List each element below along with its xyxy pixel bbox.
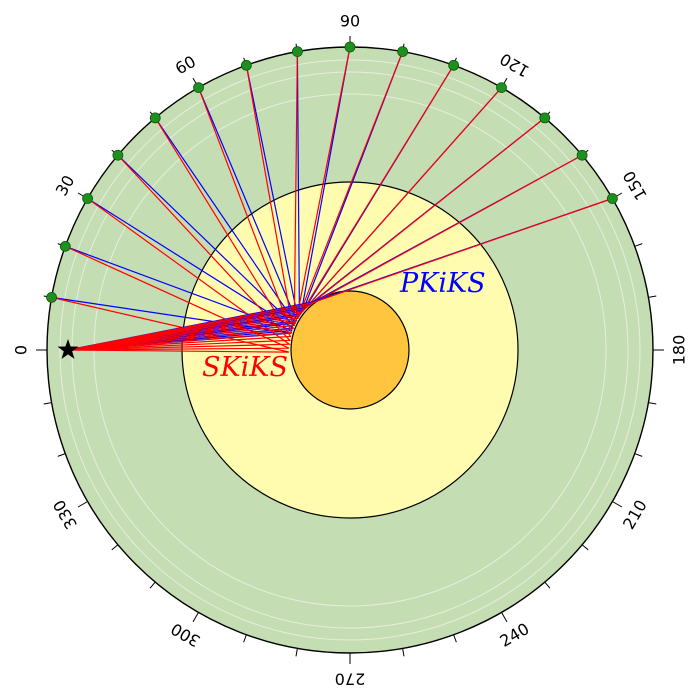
tick-label-270: 270	[335, 670, 366, 689]
station-10-circle-dot-icon	[46, 291, 58, 303]
station-50-circle-dot-icon	[149, 112, 161, 124]
tick-160	[634, 243, 643, 247]
station-60-circle-dot-icon	[193, 82, 204, 93]
tick-250	[453, 634, 457, 643]
tick-260	[402, 648, 405, 657]
ray-skiks-60	[67, 87, 293, 351]
station-40-circle-dot-icon	[112, 149, 124, 161]
inner-core-layer	[290, 290, 410, 410]
station-80-circle-dot-icon	[291, 46, 303, 58]
tick-230	[544, 581, 551, 589]
tick-label-90: 90	[340, 12, 360, 31]
station-30-circle-dot-icon	[82, 193, 93, 204]
ray-skiks-100	[67, 51, 404, 351]
ray-skiks-50	[67, 117, 292, 351]
phase-label-pkiks: PKiKS	[399, 268, 486, 299]
ray-skiks-70	[67, 65, 294, 351]
tick-350	[43, 402, 52, 405]
tick-label-120: 120	[497, 49, 533, 81]
station-20-circle-dot-icon	[59, 240, 71, 252]
tick-170	[648, 295, 657, 298]
station-130-circle-dot-icon	[539, 112, 551, 124]
ray-skiks-40	[67, 154, 292, 351]
depth-guide-1	[59, 59, 641, 641]
tick-label-30: 30	[52, 172, 79, 199]
ray-skiks-150	[67, 197, 613, 351]
tick-label-180: 180	[670, 335, 689, 366]
tick-label-210: 210	[619, 497, 651, 533]
tick-320	[111, 544, 119, 551]
ray-skiks-120	[67, 87, 502, 351]
tick-label-60: 60	[172, 52, 199, 79]
station-150-circle-dot-icon	[607, 193, 618, 204]
station-140-circle-dot-icon	[576, 149, 588, 161]
station-70-circle-dot-icon	[240, 59, 252, 71]
tick-label-300: 300	[168, 619, 204, 651]
ray-skiks-130	[67, 117, 546, 351]
ray-skiks-30	[67, 198, 292, 351]
ray-skiks-20	[65, 245, 290, 351]
ray-paths	[51, 46, 613, 353]
tick-label-150: 150	[619, 168, 651, 204]
tick-340	[57, 453, 66, 457]
station-110-circle-dot-icon	[448, 59, 460, 71]
tick-label-0: 0	[12, 345, 31, 355]
tick-280	[295, 648, 298, 657]
station-100-circle-dot-icon	[397, 46, 409, 58]
tick-300	[192, 612, 199, 623]
ray-skiks-90	[67, 46, 351, 351]
source	[57, 339, 79, 359]
ray-skiks-140	[67, 154, 583, 351]
tick-210	[612, 501, 623, 508]
ray-skiks-10	[51, 296, 290, 353]
tick-190	[648, 402, 657, 405]
phase-label-skiks: SKiKS	[202, 352, 288, 383]
tick-label-240: 240	[497, 619, 533, 651]
tick-label-330: 330	[49, 497, 81, 533]
ray-skiks-80	[67, 51, 298, 351]
tick-330	[77, 501, 88, 508]
tick-310	[149, 581, 156, 589]
tick-240	[501, 612, 508, 623]
star-icon	[57, 339, 79, 359]
station-90-circle-dot-icon	[344, 41, 356, 53]
tick-290	[243, 634, 247, 643]
stations	[46, 41, 618, 303]
station-120-circle-dot-icon	[496, 82, 507, 93]
earth-layers	[46, 46, 654, 654]
tick-200	[634, 453, 643, 457]
tick-220	[581, 544, 589, 551]
ray-skiks-110	[67, 64, 455, 351]
